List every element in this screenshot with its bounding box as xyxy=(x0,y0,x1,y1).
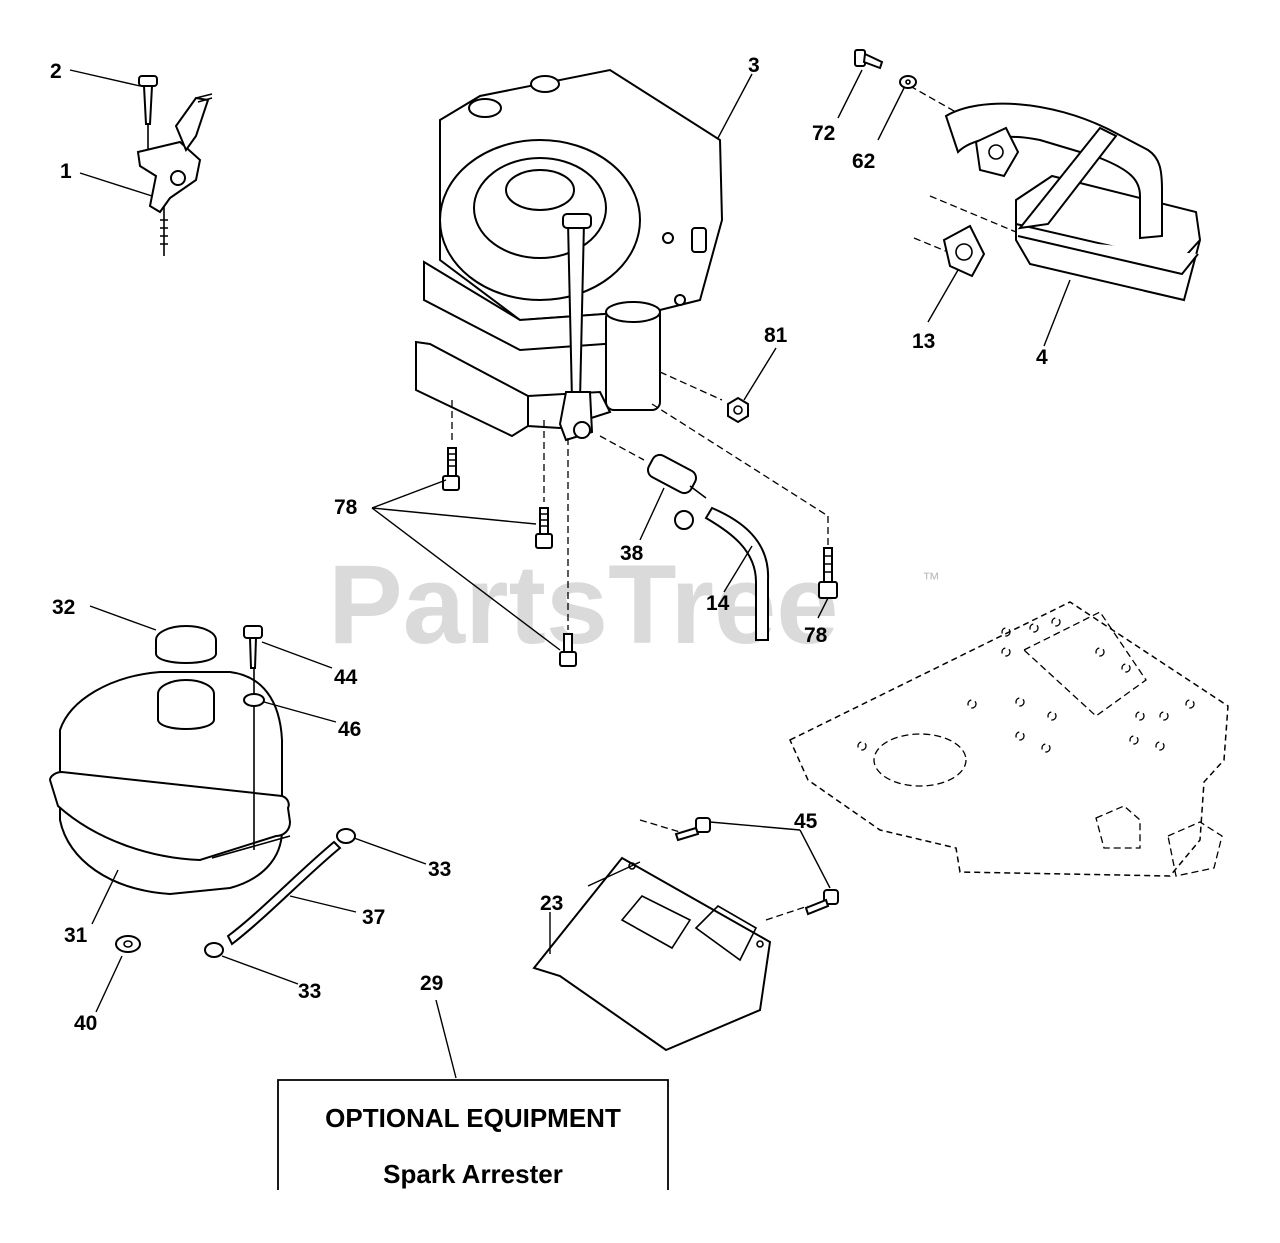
callout-number: 2 xyxy=(50,60,62,83)
engine-bolt-part[interactable] xyxy=(559,633,577,667)
grommet-part[interactable] xyxy=(115,935,141,953)
tank-washer-part[interactable] xyxy=(243,693,265,707)
fuel-cap-part[interactable] xyxy=(155,625,217,664)
hose-clamp-part[interactable] xyxy=(204,942,224,958)
callout-number: 31 xyxy=(64,924,88,947)
callout-number: 44 xyxy=(334,666,358,689)
watermark-trademark: ™ xyxy=(922,569,940,589)
optional-equipment-box: OPTIONAL EQUIPMENT Spark Arrester xyxy=(277,1079,669,1190)
muffler-part[interactable] xyxy=(944,102,1202,302)
hex-nut-part[interactable] xyxy=(727,396,749,424)
shield-screw-part[interactable] xyxy=(804,889,839,916)
frame-outline-part xyxy=(789,601,1229,877)
throttle-control-part[interactable] xyxy=(136,93,213,256)
spark-arrester-label: Spark Arrester xyxy=(383,1159,563,1189)
callout-number: 37 xyxy=(362,906,385,929)
engine-bolt-part[interactable] xyxy=(442,447,460,491)
engine-bolt-part[interactable] xyxy=(818,547,838,599)
callout-number: 78 xyxy=(804,624,828,647)
callout-number: 33 xyxy=(428,858,451,881)
callout-number: 32 xyxy=(52,596,75,619)
throttle-screw-part[interactable] xyxy=(138,75,158,150)
callout-number: 46 xyxy=(338,718,361,741)
callout-number: 33 xyxy=(298,980,321,1003)
engine-bolt-part[interactable] xyxy=(535,507,553,549)
fuel-line-part[interactable] xyxy=(226,840,342,946)
callout-number: 1 xyxy=(60,160,72,183)
heat-shield-part[interactable] xyxy=(532,856,772,1052)
callout-number: 13 xyxy=(912,330,935,353)
callout-number: 29 xyxy=(420,972,443,995)
callout-number: 45 xyxy=(794,810,818,833)
fuel-filter-part[interactable] xyxy=(645,452,707,530)
engine-part[interactable] xyxy=(415,68,724,442)
optional-equipment-heading: OPTIONAL EQUIPMENT xyxy=(325,1103,621,1133)
hose-clamp-part[interactable] xyxy=(336,828,356,844)
callout-number: 3 xyxy=(748,54,760,77)
callout-number: 23 xyxy=(540,892,563,915)
washer-part[interactable] xyxy=(899,75,917,89)
callout-number: 38 xyxy=(620,542,644,565)
exhaust-gasket-part[interactable] xyxy=(942,224,986,278)
leader-lines xyxy=(69,69,1071,1079)
callout-number: 40 xyxy=(74,1012,97,1035)
fuel-tank-part[interactable] xyxy=(48,671,292,896)
fuel-hose-part[interactable] xyxy=(704,506,770,641)
callout-number: 81 xyxy=(764,324,788,347)
callout-number: 72 xyxy=(812,122,835,145)
callout-number: 62 xyxy=(852,150,875,173)
callout-number: 4 xyxy=(1036,346,1048,369)
callout-number: 14 xyxy=(706,592,730,615)
shield-screw-part[interactable] xyxy=(674,817,711,842)
callout-number: 78 xyxy=(334,496,358,519)
screw-part[interactable] xyxy=(854,49,884,70)
